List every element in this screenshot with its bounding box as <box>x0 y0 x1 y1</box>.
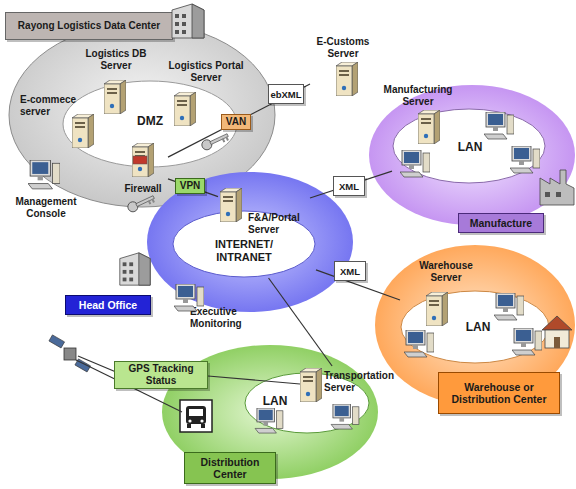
server-icon <box>418 110 440 144</box>
ellipse-shape <box>147 172 353 312</box>
node-label: E-Customs Server <box>310 36 376 60</box>
network-link <box>168 179 218 197</box>
server-icon <box>426 292 448 326</box>
computer-icon <box>512 328 542 355</box>
ellipse-shape <box>173 211 315 277</box>
computer-icon <box>28 160 60 189</box>
node-label: Manufacture <box>458 213 544 233</box>
server-icon <box>72 114 94 148</box>
server-icon <box>220 188 242 222</box>
node-label: LAN <box>448 320 508 334</box>
node-label: Head Office <box>65 295 151 315</box>
node-label: F&A/Portal Server <box>248 212 310 236</box>
firewall-icon <box>132 143 154 177</box>
zone-ellipse: Head Office F&A/Portal ServerINTERNET/ IN… <box>62 170 354 338</box>
node-label: Distribution Center <box>184 452 276 484</box>
server-icon <box>300 368 322 402</box>
network-link <box>269 278 333 366</box>
node-label: INTERNET/ INTRANET <box>209 238 279 264</box>
bus-icon <box>180 400 212 432</box>
factory-icon <box>540 170 574 205</box>
edge-tag: VAN <box>221 114 251 130</box>
computer-icon <box>255 408 283 433</box>
tag-label: GPS Tracking Status <box>114 361 208 389</box>
node-label: Logistics Portal Server <box>166 60 246 84</box>
datacenter-building <box>172 4 204 38</box>
tag-label: XML <box>333 176 365 196</box>
node-label: Warehouse or Distribution Center <box>438 372 560 414</box>
key-icon <box>126 193 156 214</box>
server-icon <box>336 62 358 96</box>
computer-icon <box>494 293 524 320</box>
gps-satellite <box>49 335 91 372</box>
gps-signal-line <box>208 376 300 384</box>
ellipse-shape <box>393 109 545 183</box>
computer-icon <box>404 330 434 357</box>
ellipse-shape <box>401 291 549 363</box>
computer-icon <box>400 150 430 177</box>
node-label: Firewall <box>118 183 168 195</box>
headoffice-building <box>120 253 150 285</box>
house-icon <box>542 316 572 348</box>
node-label: Rayong Logistics Data Center <box>5 12 173 40</box>
computer-icon <box>174 284 204 311</box>
node-label: Logistics DB Server <box>78 48 154 72</box>
network-link <box>310 171 392 198</box>
node-label: LAN <box>440 140 500 154</box>
computer-icon <box>484 112 514 139</box>
tag-label: ebXML <box>268 84 304 104</box>
node-label: Transportation Server <box>324 370 400 394</box>
edge-tag: VPN <box>175 178 205 194</box>
node-label: Management Console <box>8 196 84 220</box>
node-label: Warehouse Server <box>410 260 482 284</box>
computer-icon <box>331 404 359 429</box>
zone-ellipse: Manufacture Manufacturing ServerLAN <box>368 82 576 242</box>
node-label: E-commece server <box>20 94 80 118</box>
node-label: Manufacturing Server <box>378 84 458 108</box>
computer-icon <box>510 146 540 173</box>
ellipse-shape <box>369 85 575 225</box>
server-icon <box>174 92 196 126</box>
network-link <box>168 84 310 157</box>
node-label: Executive Monitoring <box>190 306 258 330</box>
server-icon <box>104 80 126 114</box>
tag-label: XML <box>334 261 366 281</box>
key-icon <box>200 131 230 152</box>
node-label: LAN <box>250 394 300 408</box>
